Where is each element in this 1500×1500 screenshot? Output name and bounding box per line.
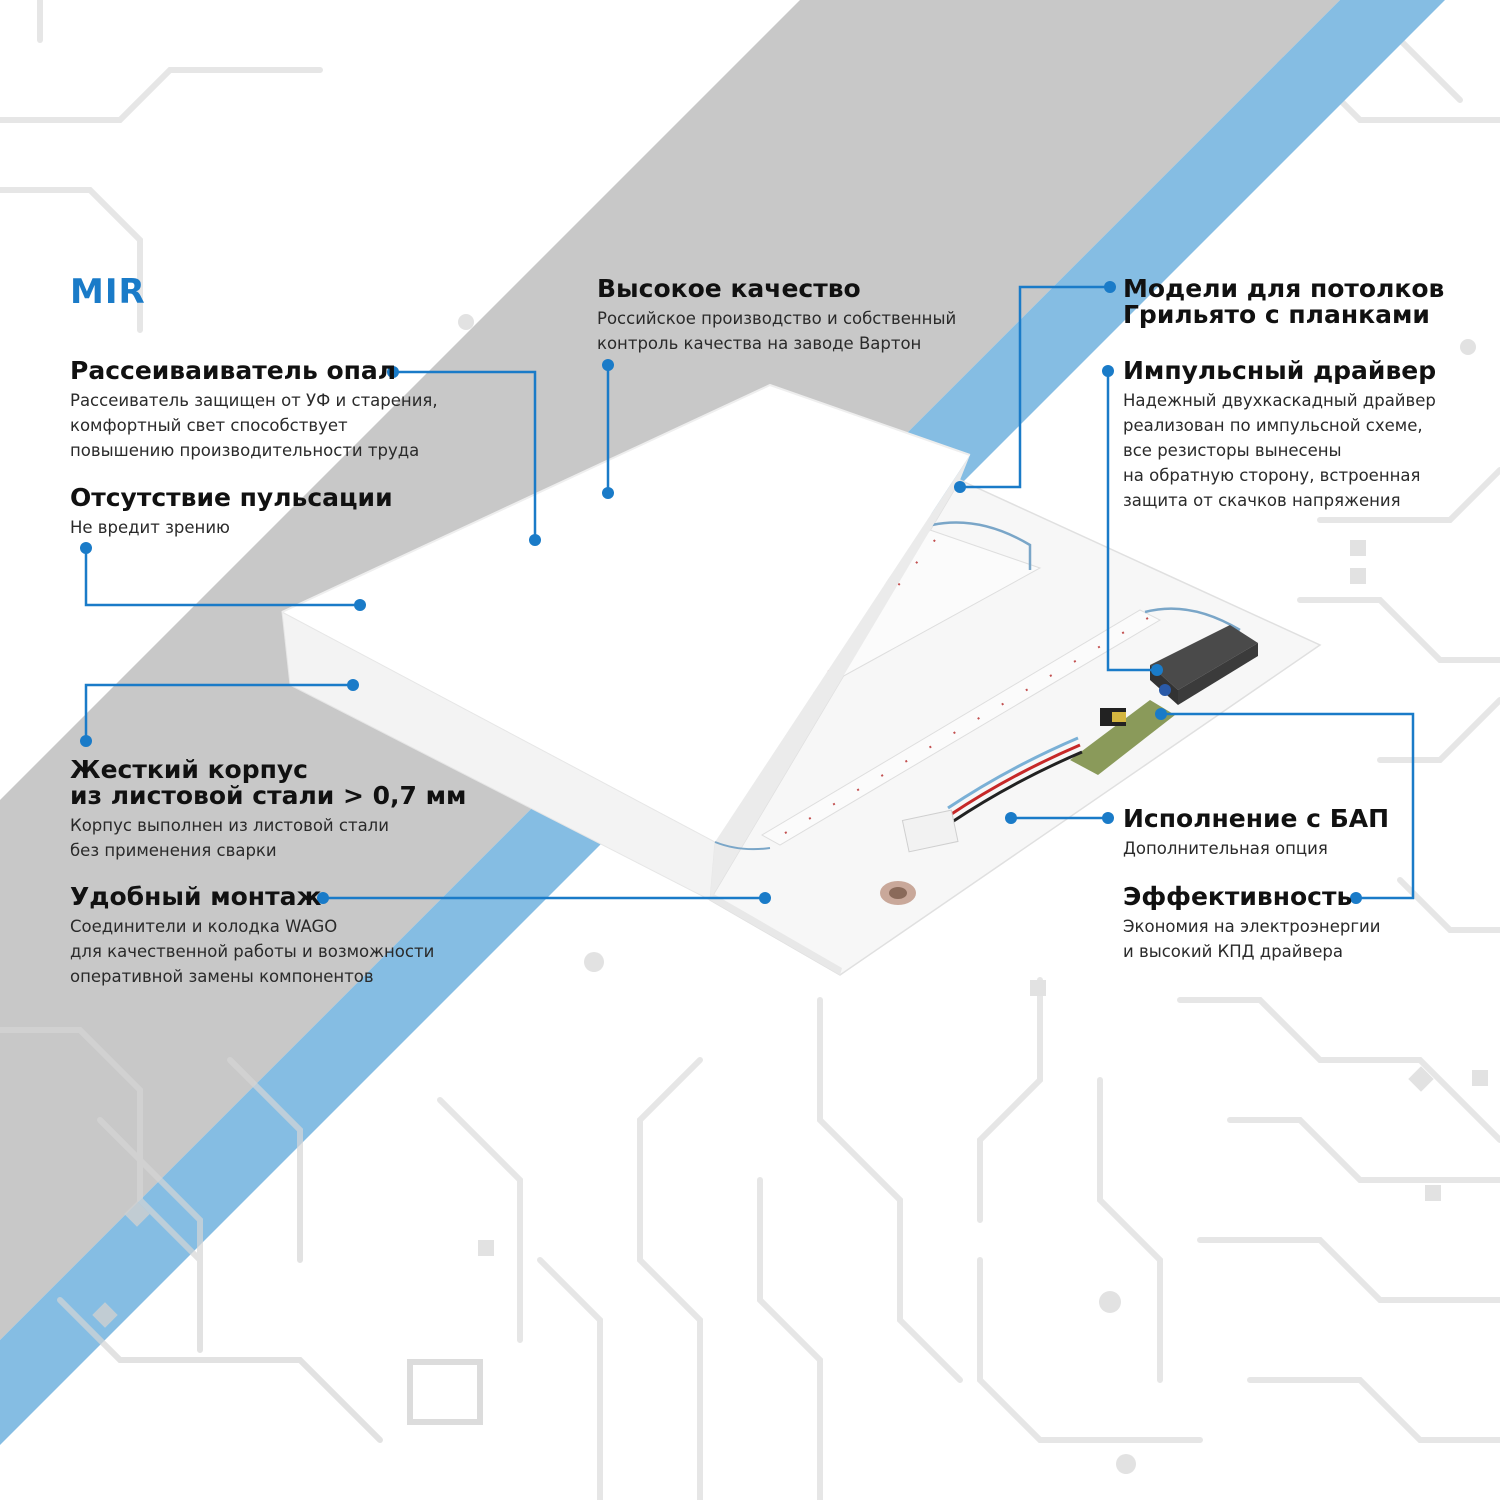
callout-line-no-flicker bbox=[84, 548, 360, 607]
feature-emergency-title: Исполнение с БАП bbox=[1123, 804, 1390, 833]
feature-housing-text: Корпус выполнен из листовой стали без пр… bbox=[70, 813, 467, 863]
callout-line-housing bbox=[84, 683, 353, 741]
title-line: Жесткий корпус bbox=[70, 755, 309, 784]
feature-diffuser: Рассеиваиватель опал Рассеиватель защище… bbox=[70, 358, 438, 463]
feature-grilyato-title: Модели для потолков Грильято с планками bbox=[1123, 276, 1444, 328]
text-line: повышению производительности труда bbox=[70, 441, 420, 460]
diffuser-top bbox=[282, 385, 970, 842]
callout-dots bbox=[80, 281, 1362, 904]
text-line: Соединители и колодка WAGO bbox=[70, 917, 338, 936]
feature-no-flicker: Отсутствие пульсации Не вредит зрению bbox=[70, 485, 393, 540]
callout-line-diffuser bbox=[393, 370, 537, 540]
text-line: для качественной работы и возможности bbox=[70, 942, 435, 961]
text-line: Российское производство и собственный bbox=[597, 309, 957, 328]
driver bbox=[1070, 625, 1258, 775]
text-line: комфортный свет способствует bbox=[70, 416, 348, 435]
text-line: Экономия на электроэнергии bbox=[1123, 917, 1381, 936]
text-line: Дополнительная опция bbox=[1123, 839, 1328, 858]
feature-mounting: Удобный монтаж Соединители и колодка WAG… bbox=[70, 884, 434, 989]
title-line: Модели для потолков bbox=[1123, 274, 1445, 303]
text-line: Рассеиватель защищен от УФ и старения, bbox=[70, 391, 438, 410]
feature-mounting-text: Соединители и колодка WAGO для качествен… bbox=[70, 914, 434, 989]
callout-line-grilyato bbox=[960, 285, 1110, 489]
text-line: и высокий КПД драйвера bbox=[1123, 942, 1343, 961]
feature-emergency: Исполнение с БАП Дополнительная опция bbox=[1123, 806, 1389, 861]
feature-quality: Высокое качество Российское производство… bbox=[597, 276, 956, 356]
feature-quality-title: Высокое качество bbox=[597, 274, 861, 303]
callout-line-efficiency bbox=[1161, 712, 1415, 900]
feature-no-flicker-title: Отсутствие пульсации bbox=[70, 483, 393, 512]
feature-driver-title: Импульсный драйвер bbox=[1123, 356, 1437, 385]
title-line: Грильято с планками bbox=[1123, 300, 1430, 329]
feature-emergency-text: Дополнительная опция bbox=[1123, 836, 1389, 861]
feature-housing: Жесткий корпус из листовой стали > 0,7 м… bbox=[70, 757, 467, 863]
text-line: оперативной замены компонентов bbox=[70, 967, 374, 986]
feature-housing-title: Жесткий корпус из листовой стали > 0,7 м… bbox=[70, 757, 467, 809]
feature-diffuser-title: Рассеиваиватель опал bbox=[70, 356, 397, 385]
feature-mounting-title: Удобный монтаж bbox=[70, 882, 322, 911]
feature-driver-text: Надежный двухкаскадный драйвер реализова… bbox=[1123, 388, 1436, 513]
feature-no-flicker-text: Не вредит зрению bbox=[70, 515, 393, 540]
feature-driver: Импульсный драйвер Надежный двухкаскадны… bbox=[1123, 358, 1436, 513]
text-line: все резисторы вынесены bbox=[1123, 441, 1342, 460]
feature-grilyato: Модели для потолков Грильято с планками bbox=[1123, 276, 1444, 328]
brand-logo: MIR bbox=[70, 272, 146, 312]
text-line: Корпус выполнен из листовой стали bbox=[70, 816, 389, 835]
feature-efficiency: Эффективность Экономия на электроэнергии… bbox=[1123, 884, 1380, 964]
text-line: Не вредит зрению bbox=[70, 518, 230, 537]
feature-diffuser-text: Рассеиватель защищен от УФ и старения, к… bbox=[70, 388, 438, 463]
feature-efficiency-title: Эффективность bbox=[1123, 882, 1353, 911]
text-line: защита от скачков напряжения bbox=[1123, 491, 1401, 510]
feature-quality-text: Российское производство и собственный ко… bbox=[597, 306, 956, 356]
wago-connector bbox=[901, 736, 1083, 853]
text-line: Надежный двухкаскадный драйвер bbox=[1123, 391, 1436, 410]
text-line: контроль качества на заводе Вартон bbox=[597, 334, 922, 353]
text-line: на обратную сторону, встроенная bbox=[1123, 466, 1421, 485]
circuit-pads bbox=[407, 314, 1488, 1474]
callout-line-driver bbox=[1106, 371, 1157, 672]
frame-right-side bbox=[710, 455, 970, 900]
text-line: реализован по импульсной схеме, bbox=[1123, 416, 1423, 435]
text-line: без применения сварки bbox=[70, 841, 277, 860]
title-line: из листовой стали > 0,7 мм bbox=[70, 781, 467, 810]
feature-efficiency-text: Экономия на электроэнергии и высокий КПД… bbox=[1123, 914, 1380, 964]
